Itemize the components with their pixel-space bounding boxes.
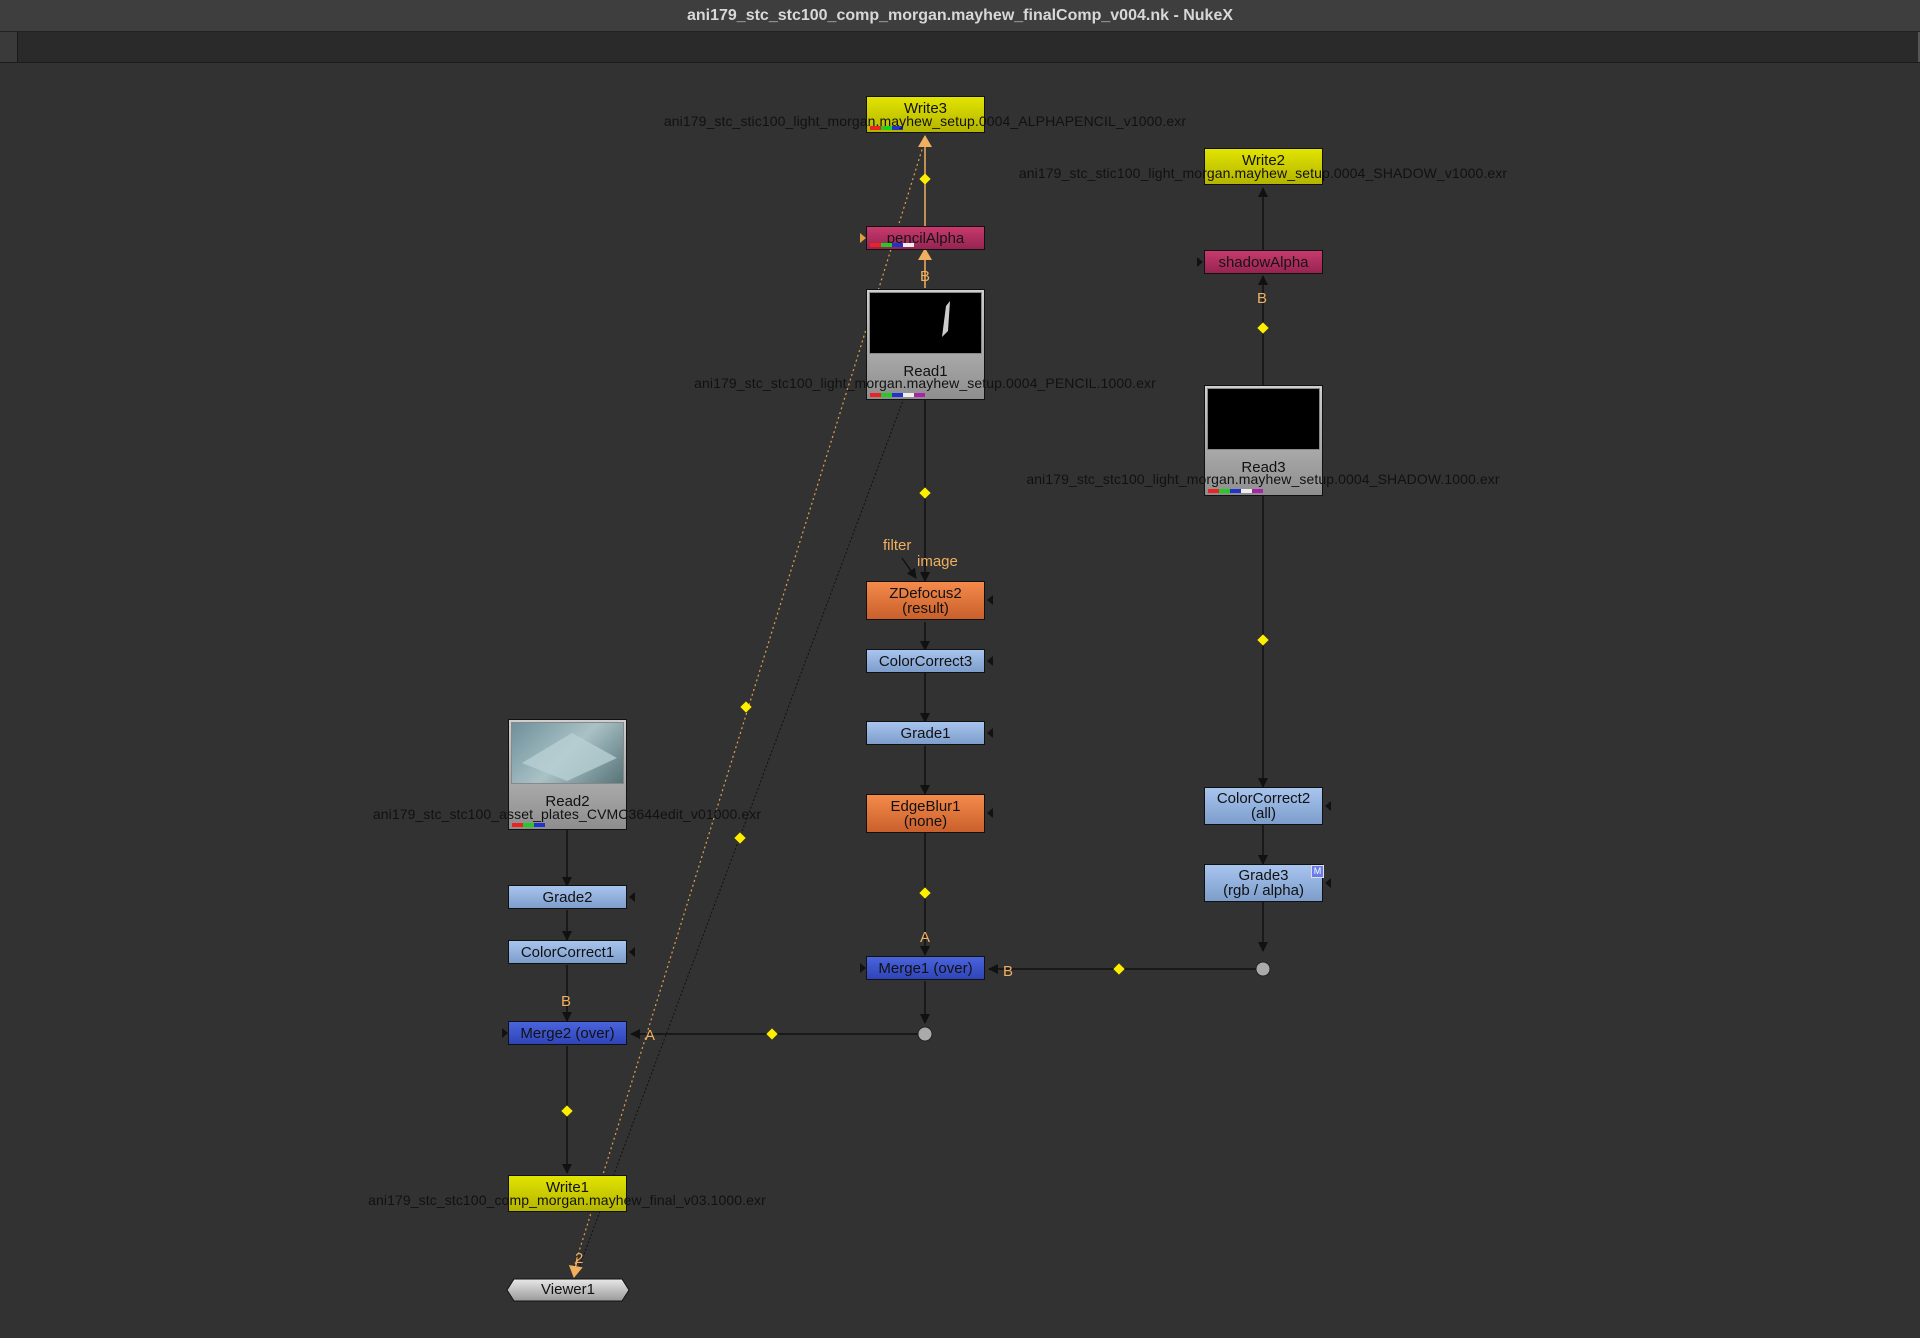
channel-swatch — [512, 823, 545, 827]
input-label-filter: filter — [883, 537, 912, 554]
node-colorcorrect3-label: ColorCorrect3 — [878, 652, 973, 670]
input-label-b-shadowalpha: B — [1257, 290, 1268, 307]
node-merge2-label: Merge2 (over) — [520, 1024, 615, 1042]
node-read3[interactable]: Read3 — [1204, 385, 1323, 496]
node-colorcorrect1-label: ColorCorrect1 — [520, 943, 615, 961]
edge-filter-zdefocus — [901, 557, 917, 579]
mask-input-edgeblur1[interactable] — [987, 808, 993, 818]
node-read1-file: ani179_stc_stc100_light_morgan.mayhew_se… — [694, 375, 1156, 391]
mask-input-colorcorrect2[interactable] — [1325, 801, 1331, 811]
node-merge1-label: Merge1 (over) — [878, 959, 973, 977]
mask-badge-icon: M — [1311, 865, 1324, 878]
node-pencilalpha[interactable]: pencilAlpha — [866, 226, 985, 250]
expression-link-read1-viewer — [576, 386, 909, 1274]
node-zdefocus2-sub: (result) — [902, 599, 949, 617]
node-write1-label: Write1 — [545, 1179, 590, 1196]
input-label-b-merge1: B — [1003, 963, 1014, 980]
toolbar-edge — [1918, 32, 1920, 62]
node-read1[interactable]: Read1 — [866, 289, 985, 400]
read2-thumbnail — [511, 722, 624, 784]
dot-node-merge2 — [917, 1026, 933, 1042]
node-colorcorrect1[interactable]: ColorCorrect1 — [508, 940, 627, 964]
mask-input-merge1[interactable] — [860, 963, 866, 973]
node-edgeblur1-sub: (none) — [903, 812, 948, 830]
window-title: ani179_stc_stc100_comp_morgan.mayhew_fin… — [686, 7, 1234, 24]
node-write1[interactable]: Write1 — [508, 1175, 627, 1212]
node-viewer1[interactable]: Viewer1 — [541, 1281, 595, 1298]
input-label-a-merge1: A — [920, 929, 931, 946]
node-read3-label: Read3 — [1241, 459, 1286, 476]
mask-input-grade2[interactable] — [629, 892, 635, 902]
toolbar-handle[interactable] — [0, 32, 18, 62]
node-edgeblur1[interactable]: EdgeBlur1 (none) — [866, 794, 985, 833]
node-grade3-label: Grade3 — [1238, 867, 1289, 884]
node-write2-file: ani179_stc_stic100_light_morgan.mayhew_s… — [1018, 165, 1508, 181]
node-write2-label: Write2 — [1241, 152, 1286, 169]
node-grade1-label: Grade1 — [900, 724, 951, 742]
mask-input-grade1[interactable] — [987, 728, 993, 738]
node-zdefocus2[interactable]: ZDefocus2 (result) — [866, 581, 985, 620]
node-write3-label: Write3 — [903, 100, 948, 117]
node-merge1[interactable]: Merge1 (over) — [866, 956, 985, 980]
node-grade2[interactable]: Grade2 — [508, 885, 627, 909]
node-colorcorrect2-label: ColorCorrect2 — [1216, 790, 1311, 807]
title-bar: ani179_stc_stc100_comp_morgan.mayhew_fin… — [0, 0, 1920, 32]
channel-swatch — [870, 393, 925, 397]
channel-swatch — [1208, 489, 1263, 493]
node-write3-file: ani179_stc_stic100_light_morgan.mayhew_s… — [663, 113, 1187, 129]
mask-input-zdefocus2[interactable] — [987, 595, 993, 605]
input-label-image: image — [917, 553, 958, 570]
node-pencilalpha-label: pencilAlpha — [886, 229, 965, 247]
mask-input-pencilalpha[interactable] — [860, 233, 866, 243]
mask-input-shadowalpha[interactable] — [1197, 257, 1203, 267]
node-grade1[interactable]: Grade1 — [866, 721, 985, 745]
node-read1-label: Read1 — [903, 363, 948, 380]
input-label-b-merge2: B — [561, 993, 572, 1010]
node-write3[interactable]: Write3 — [866, 96, 985, 133]
node-graph[interactable]: Write3 ani179_stc_stic100_light_morgan.m… — [0, 63, 1920, 1338]
input-label-b-pencilalpha: B — [920, 268, 931, 285]
node-grade3-sub: (rgb / alpha) — [1223, 882, 1304, 899]
node-zdefocus2-label: ZDefocus2 — [889, 584, 962, 602]
node-read2[interactable]: Read2 — [508, 719, 627, 830]
node-edgeblur1-label: EdgeBlur1 — [890, 797, 961, 815]
dot-node-merge1 — [1255, 961, 1271, 977]
mask-input-grade3[interactable] — [1325, 878, 1331, 888]
node-write2[interactable]: Write2 — [1204, 148, 1323, 185]
input-label-a-merge2: A — [645, 1027, 656, 1044]
edge-midpoints — [561, 173, 1269, 1117]
node-read2-label: Read2 — [545, 793, 590, 810]
node-merge2[interactable]: Merge2 (over) — [508, 1021, 627, 1045]
read1-thumbnail — [869, 292, 982, 354]
input-label-viewer: 2 — [575, 1250, 584, 1267]
channel-swatch — [870, 126, 903, 130]
pencil-thumbnail-icon — [942, 301, 950, 337]
edge-viewer-arrow — [568, 1258, 583, 1278]
node-read2-file: ani179_stc_stc100_asset_plates_CVMC3644e… — [372, 806, 762, 822]
node-colorcorrect3[interactable]: ColorCorrect3 — [866, 649, 985, 673]
node-read3-file: ani179_stc_stc100_light_morgan.mayhew_se… — [1026, 471, 1500, 487]
node-shadowalpha-label: shadowAlpha — [1218, 253, 1309, 271]
read3-thumbnail — [1207, 388, 1320, 450]
node-graph-toolbar — [0, 32, 1920, 63]
node-grade3[interactable]: Grade3 (rgb / alpha) — [1204, 864, 1323, 902]
node-colorcorrect2-sub: (all) — [1251, 805, 1276, 822]
plate-thumbnail-icon — [522, 733, 617, 781]
node-edges — [561, 135, 1271, 1278]
mask-input-colorcorrect1[interactable] — [629, 947, 635, 957]
mask-input-merge2[interactable] — [502, 1028, 508, 1038]
node-colorcorrect2[interactable]: ColorCorrect2 (all) — [1204, 787, 1323, 825]
node-grade2-label: Grade2 — [542, 888, 593, 906]
node-write1-file: ani179_stc_stc100_comp_morgan.mayhew_fin… — [368, 1192, 766, 1208]
viewer-node-shape — [506, 1278, 630, 1302]
mask-input-colorcorrect3[interactable] — [987, 656, 993, 666]
node-shadowalpha[interactable]: shadowAlpha — [1204, 250, 1323, 274]
channel-swatch — [870, 243, 914, 247]
